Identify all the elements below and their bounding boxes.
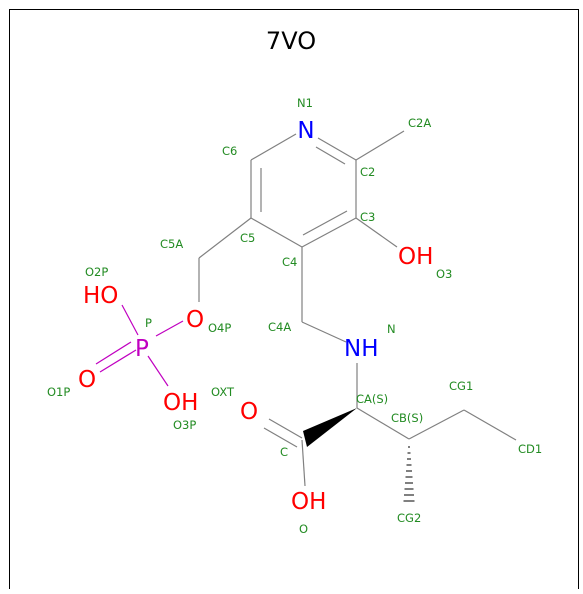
bond-cb-cg1 xyxy=(408,409,465,440)
label-c6: C6 xyxy=(222,144,237,158)
label-cd1: CD1 xyxy=(518,442,542,456)
label-cg2: CG2 xyxy=(397,511,421,525)
label-o3p: O3P xyxy=(173,418,196,432)
hashed-bond-cb-cg2 xyxy=(403,446,415,502)
atom-labels: N1 C2A C6 C2 C3 C5A C5 C4 O3 O2P P O4P C… xyxy=(47,96,542,536)
label-oxt: OXT xyxy=(211,385,235,399)
atom-o3-symbol: OH xyxy=(398,244,433,270)
label-c4: C4 xyxy=(282,255,297,269)
label-p: P xyxy=(145,316,152,330)
bond-c-oxt-2 xyxy=(263,427,298,448)
atom-o2p-symbol: HO xyxy=(83,283,118,309)
label-c3: C3 xyxy=(360,210,375,224)
atom-o-symbol: OH xyxy=(291,489,326,515)
label-c5: C5 xyxy=(240,231,255,245)
molecule-title: 7VO xyxy=(266,27,316,55)
bond-c4-c3 xyxy=(301,217,357,248)
bond-p-o2p xyxy=(121,304,139,336)
wedge-bond-ca-c xyxy=(303,408,357,447)
label-o2p: O2P xyxy=(85,265,108,279)
label-c: C xyxy=(280,445,288,459)
bond-n1-c6 xyxy=(250,133,297,161)
bond-o4p-p xyxy=(155,320,184,337)
label-o: O xyxy=(299,522,308,536)
label-cb: CB(S) xyxy=(391,411,423,425)
bond-c-oxt xyxy=(268,418,303,439)
bond-p-o1p-b xyxy=(95,341,132,365)
frame-border xyxy=(9,9,579,589)
atom-o3p-symbol: OH xyxy=(163,390,198,416)
label-c4a: C4A xyxy=(268,320,291,334)
bond-c5-c4 xyxy=(250,217,303,248)
label-c5a: C5A xyxy=(160,237,183,251)
bond-c-o xyxy=(301,439,306,487)
bond-p-o1p-a xyxy=(99,349,137,373)
bond-c5-c5a xyxy=(198,217,252,259)
atom-o1p-symbol: O xyxy=(78,367,96,393)
bond-c2-n1-inner xyxy=(315,146,346,165)
bond-c2-n1 xyxy=(317,137,357,161)
label-c2: C2 xyxy=(360,165,375,179)
label-n1: N1 xyxy=(297,96,313,110)
label-c2a: C2A xyxy=(408,116,431,130)
label-o1p: O1P xyxy=(47,385,70,399)
bond-c4-c3-inner xyxy=(302,210,348,236)
atom-n-symbol: NH xyxy=(344,336,379,362)
bond-p-o3p xyxy=(147,355,169,387)
label-o3: O3 xyxy=(436,267,452,281)
element-symbols: N OH HO O P O OH NH O OH xyxy=(78,118,433,515)
bond-ca-cb xyxy=(356,407,410,440)
atom-n1-symbol: N xyxy=(297,118,314,144)
bond-cg1-cd1 xyxy=(463,409,517,441)
bond-c2-c2a xyxy=(355,130,405,161)
label-ca: CA(S) xyxy=(356,392,388,406)
bonds xyxy=(95,130,517,502)
atom-o4p-symbol: O xyxy=(186,307,204,333)
bond-c4a-n xyxy=(301,321,347,343)
label-cg1: CG1 xyxy=(449,379,473,393)
label-n: N xyxy=(387,322,396,336)
bond-c3-o3 xyxy=(355,217,398,248)
atom-oxt-symbol: O xyxy=(240,399,258,425)
atom-p-symbol: P xyxy=(135,336,149,362)
label-o4p: O4P xyxy=(208,321,231,335)
